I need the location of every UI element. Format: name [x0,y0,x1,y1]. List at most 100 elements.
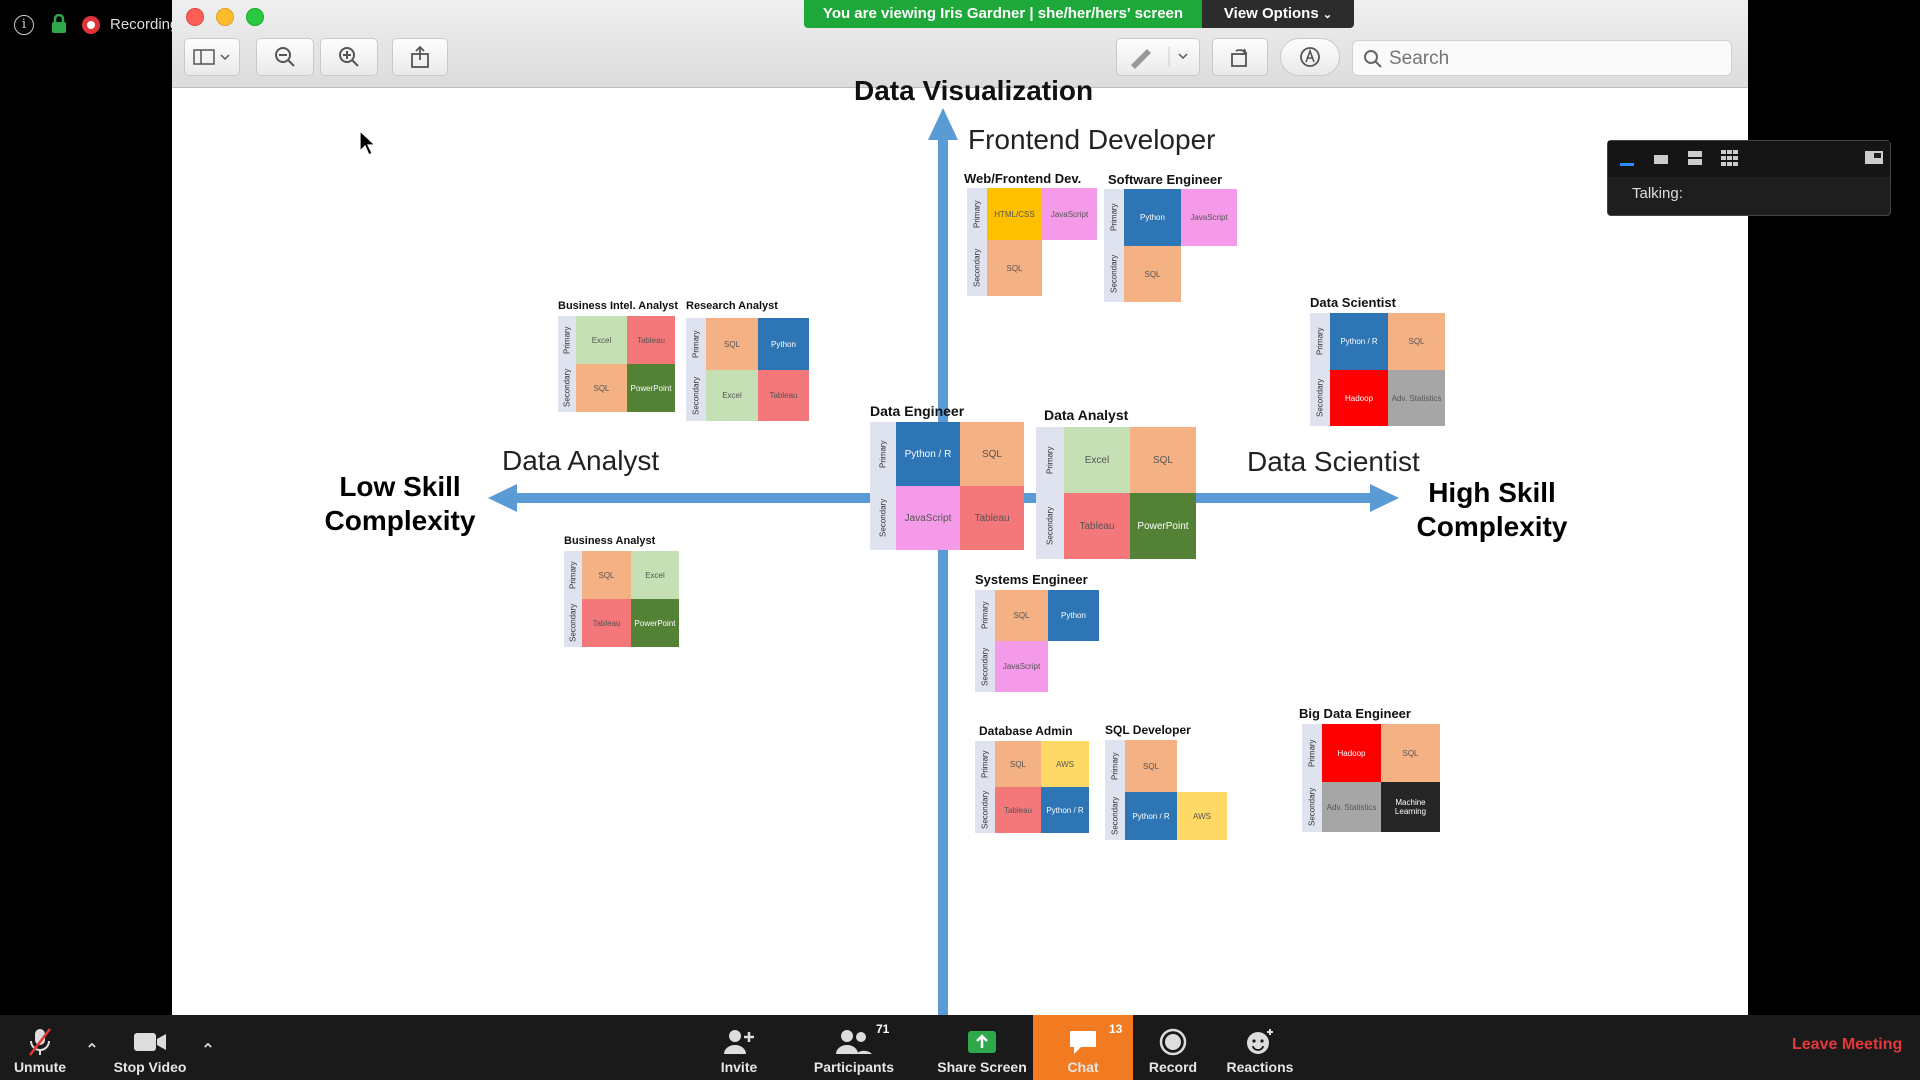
share-export-icon [411,45,429,68]
label-low-skill-complexity: Low Skill Complexity [324,471,476,536]
participants-count-badge: 71 [876,1022,890,1036]
skill-cell: Tableau [995,787,1041,833]
skill-cell: SQL [1130,427,1196,493]
meeting-status-area: i Recording [0,0,178,50]
card-title: Big Data Engineer [1299,706,1411,721]
primary-row-label: Primary [1104,189,1124,246]
card-title: Research Analyst [686,300,778,312]
primary-row-label: Primary [1310,313,1330,370]
skill-cell: PowerPoint [627,364,675,412]
grid-view-icon[interactable] [1720,149,1740,167]
add-person-icon [724,1030,754,1054]
card-title: Database Admin [979,724,1073,738]
primary-row-label: Primary [975,741,995,787]
maximize-window-button[interactable] [246,8,264,26]
title-data-visualization: Data Visualization [854,75,1094,106]
record-button[interactable]: Record [1143,1015,1203,1080]
speaker-view-icon[interactable] [1652,151,1670,167]
audio-options-button[interactable]: ⌃ [80,1015,104,1080]
minimize-icon[interactable] [1618,151,1636,167]
mouse-cursor-icon [359,129,377,156]
zoom-in-button[interactable] [320,38,378,76]
sidebar-toggle-button[interactable] [184,38,240,76]
slide-canvas: Data Visualization Frontend Developer Da… [172,75,1748,1015]
search-input[interactable] [1389,47,1719,71]
card-title: SQL Developer [1105,723,1191,737]
recording-label[interactable]: Recording [110,16,179,33]
primary-row-label: Primary [967,188,987,240]
share-screen-button[interactable]: Share Screen [934,1015,1030,1080]
card-title: Business Analyst [564,535,656,547]
gallery-toolbar [1608,141,1890,177]
view-options-button[interactable]: View Options ⌄ [1202,0,1354,28]
skill-cell: PowerPoint [631,599,679,647]
meeting-controls-bar: Unmute ⌃ Stop Video ⌃ Invite Participant… [0,1015,1920,1080]
sidebar-toggle-icon [193,49,230,65]
skill-cell: SQL [995,590,1048,641]
chat-button[interactable]: Chat 13 [1033,1015,1133,1080]
reactions-label: Reactions [1226,1059,1294,1075]
minimize-window-button[interactable] [216,8,234,26]
lock-icon[interactable] [50,14,68,34]
skill-cell: Excel [631,551,679,599]
secondary-row-label: Secondary [975,787,995,833]
record-icon [1159,1028,1187,1056]
secondary-row-label: Secondary [1104,246,1124,302]
primary-row-label: Primary [870,422,896,486]
skill-cell: Machine Learning [1381,782,1440,832]
exit-fullscreen-icon[interactable] [1864,149,1884,167]
skill-cell: SQL [987,240,1042,296]
leave-meeting-button[interactable]: Leave Meeting [1792,1036,1903,1053]
zoom-out-button[interactable] [256,38,314,76]
participants-button[interactable]: Participants 71 [806,1015,902,1080]
strip-view-icon[interactable] [1686,149,1704,167]
share-screen-icon [968,1031,996,1053]
primary-row-label: Primary [975,590,995,641]
skill-cell: HTML/CSS [987,188,1042,240]
primary-row-label: Primary [564,551,582,599]
chat-count-badge: 13 [1109,1022,1123,1036]
skill-cell: AWS [1041,741,1089,787]
annotate-icon [1300,47,1320,67]
skill-cell: SQL [706,318,758,370]
share-export-button[interactable] [392,38,448,76]
skill-cell: Tableau [960,486,1024,550]
skill-cell: JavaScript [1042,188,1097,240]
zoom-out-icon [275,47,295,67]
zoom-in-icon [339,47,359,67]
secondary-row-label: Secondary [558,364,576,412]
unmute-button[interactable]: Unmute [8,1015,72,1080]
skill-cell: Excel [706,370,758,421]
chevron-up-icon: ⌃ [85,1042,99,1059]
video-options-button[interactable]: ⌃ [196,1015,220,1080]
annotate-button[interactable] [1280,38,1340,76]
info-icon[interactable]: i [14,15,34,35]
pen-markup-icon [1131,47,1188,69]
skill-cell: SQL [1388,313,1445,370]
primary-row-label: Primary [558,316,576,364]
secondary-row-label: Secondary [1105,792,1125,840]
right-arrowhead [1370,484,1399,512]
skill-cell: AWS [1177,792,1227,840]
reactions-button[interactable]: Reactions [1220,1015,1300,1080]
label-high-skill-complexity: High Skill Complexity [1416,477,1568,542]
invite-button[interactable]: Invite [714,1015,764,1080]
stop-video-button[interactable]: Stop Video [108,1015,192,1080]
rotate-button[interactable] [1212,38,1268,76]
up-arrowhead [928,108,958,140]
close-window-button[interactable] [186,8,204,26]
primary-row-label: Primary [1302,724,1322,782]
skill-cell: SQL [582,551,631,599]
microphone-muted-icon [29,1028,51,1056]
rotate-icon [1231,48,1248,67]
markup-pen-button[interactable] [1116,38,1200,76]
search-field[interactable] [1352,40,1732,76]
share-screen-label: Share Screen [937,1059,1027,1075]
secondary-row-label: Secondary [967,240,987,296]
shared-screen-window: You are viewing Iris Gardner | she/her/h… [172,0,1748,1015]
talking-label: Talking: [1632,185,1683,202]
card-title: Software Engineer [1108,172,1223,187]
skill-cell: Python / R [896,422,960,486]
invite-label: Invite [720,1059,758,1075]
skill-cell: Python [758,318,809,370]
